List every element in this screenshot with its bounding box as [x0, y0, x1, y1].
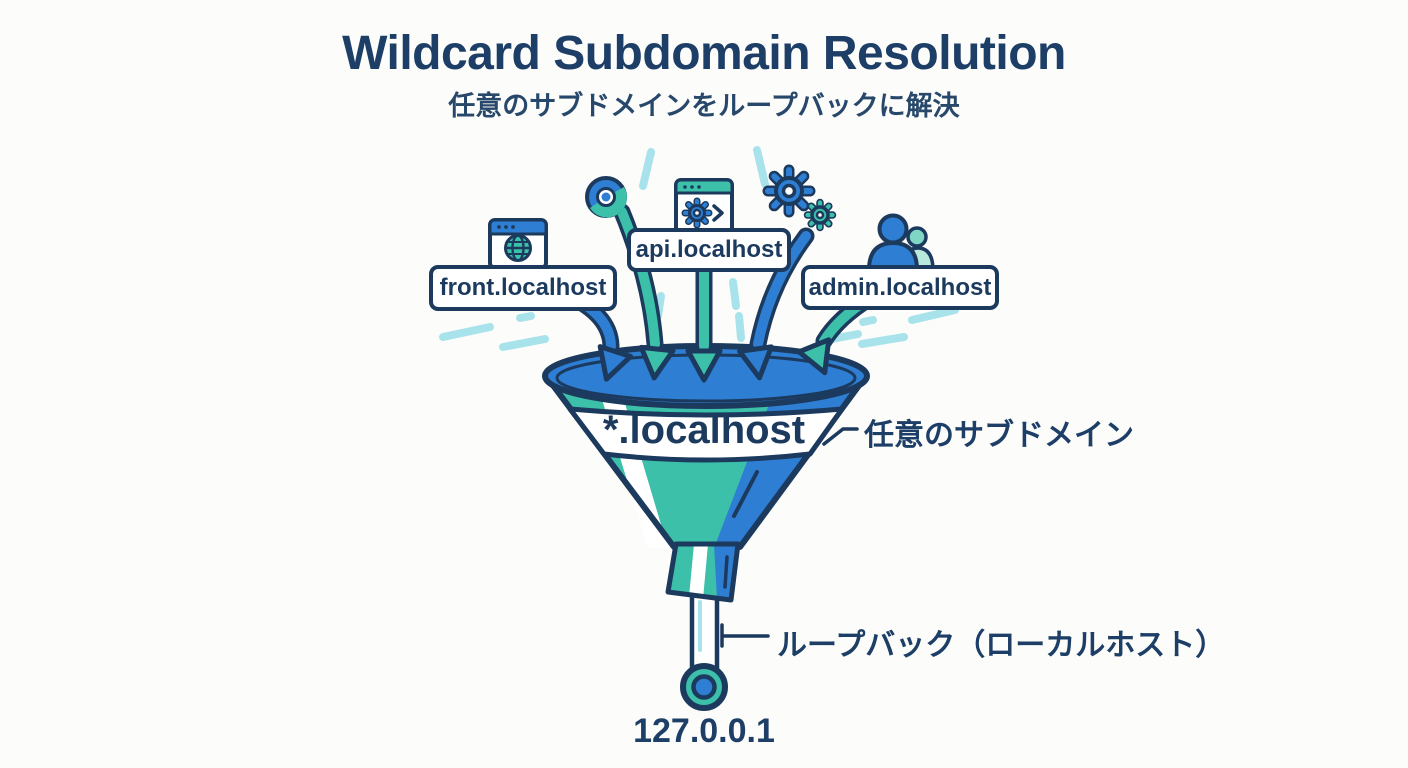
loopback-circle	[680, 663, 728, 711]
subdomain-connector-line	[822, 427, 859, 446]
input-label-front: front.localhost	[429, 265, 617, 311]
loopback-connector-line	[720, 623, 770, 648]
annotation-connectors	[720, 427, 859, 648]
page-subtitle: 任意のサブドメインをループバックに解決	[448, 91, 960, 121]
loopback-annotation: ループバック（ローカルホスト）	[777, 629, 1226, 662]
users-icon	[866, 213, 935, 270]
subdomain-annotation: 任意のサブドメイン	[864, 419, 1134, 452]
output-tube	[689, 582, 720, 671]
funnel-label-band	[567, 406, 845, 463]
page-title: Wildcard Subdomain Resolution	[342, 27, 1066, 80]
gears-icon	[762, 164, 837, 232]
input-label-admin: admin.localhost	[801, 265, 999, 310]
arrow-gears	[737, 227, 815, 381]
wildcard-funnel-label: *.localhost	[602, 408, 806, 452]
arrow-api	[685, 249, 723, 383]
input-label-api: api.localhost	[627, 228, 791, 272]
funnel-stem	[665, 541, 741, 603]
funnel-shape	[542, 343, 870, 603]
loopback-ip: 127.0.0.1	[633, 712, 775, 750]
chrome-icon	[585, 176, 627, 218]
arrow-browser	[613, 203, 676, 381]
browser-globe-icon	[488, 218, 548, 270]
